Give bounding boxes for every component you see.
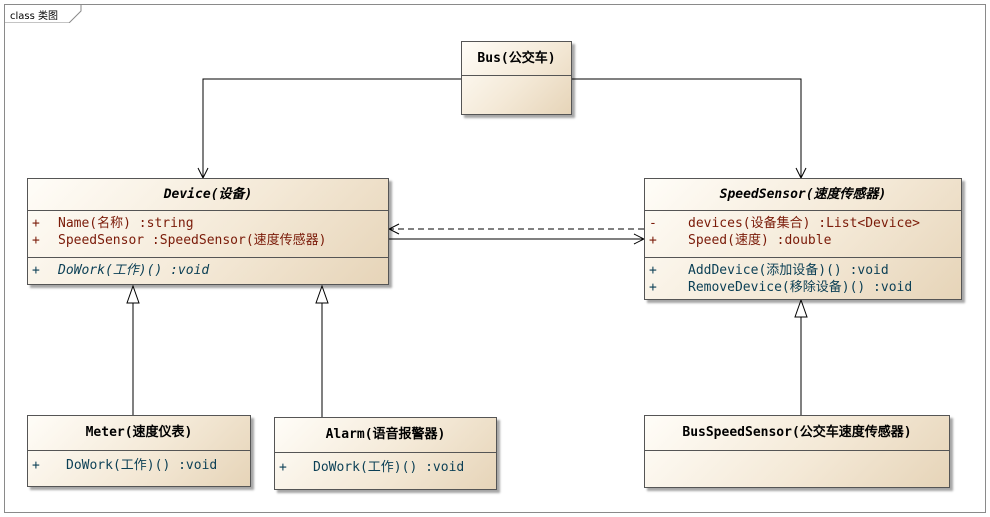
operation-row[interactable]: + DoWork(工作)() :void	[279, 459, 492, 476]
visibility-marker: -	[649, 216, 657, 231]
class-speedsensor-attributes: - devices(设备集合) :List<Device> + Speed(速度) …	[645, 210, 961, 257]
visibility-marker: +	[649, 280, 657, 295]
class-speedsensor-name: SpeedSensor(速度传感器)	[719, 187, 887, 202]
operation-row[interactable]: + RemoveDevice(移除设备)() :void	[649, 279, 957, 296]
attribute-text: SpeedSensor :SpeedSensor(速度传感器)	[58, 233, 327, 248]
class-busspeedsensor[interactable]: BusSpeedSensor(公交车速度传感器)	[644, 415, 950, 488]
class-busspeedsensor-name: BusSpeedSensor(公交车速度传感器)	[682, 425, 912, 440]
class-speedsensor-operations: + AddDevice(添加设备)() :void + RemoveDevice(移…	[645, 257, 961, 299]
visibility-marker: +	[279, 460, 287, 475]
operation-row[interactable]: + DoWork(工作)() :void	[32, 457, 246, 474]
operation-text: RemoveDevice(移除设备)() :void	[688, 280, 913, 295]
class-busspeedsensor-body	[645, 450, 949, 487]
attribute-row[interactable]: + Name(名称) :string	[32, 215, 384, 232]
class-meter-operations: + DoWork(工作)() :void	[28, 450, 250, 486]
attribute-row[interactable]: + SpeedSensor :SpeedSensor(速度传感器)	[32, 232, 384, 249]
class-speedsensor[interactable]: SpeedSensor(速度传感器) - devices(设备集合) :List<…	[644, 178, 962, 300]
attribute-text: Name(名称) :string	[58, 216, 194, 231]
frame-tab-shape	[4, 4, 82, 23]
class-alarm-operations: + DoWork(工作)() :void	[275, 452, 496, 489]
operation-text: DoWork(工作)() :void	[66, 458, 218, 473]
attribute-text: devices(设备集合) :List<Device>	[688, 216, 921, 231]
attribute-row[interactable]: - devices(设备集合) :List<Device>	[649, 215, 957, 232]
operation-text: AddDevice(添加设备)() :void	[688, 263, 889, 278]
class-device-name: Device(设备)	[163, 187, 253, 202]
generalization-meter-arrowhead	[126, 284, 140, 304]
class-meter[interactable]: Meter(速度仪表) + DoWork(工作)() :void	[27, 415, 251, 487]
class-device-attributes: + Name(名称) :string + SpeedSensor :SpeedSen…	[28, 210, 388, 257]
operation-row[interactable]: + DoWork(工作)() :void	[32, 262, 384, 279]
class-bus-name: Bus(公交车)	[477, 51, 556, 66]
operation-row[interactable]: + AddDevice(添加设备)() :void	[649, 262, 957, 279]
attribute-text: Speed(速度) :double	[688, 233, 832, 248]
diagram-frame	[4, 4, 986, 513]
operation-text: DoWork(工作)() :void	[313, 460, 465, 475]
class-bus-body	[462, 75, 571, 115]
visibility-marker: +	[32, 216, 40, 231]
class-device[interactable]: Device(设备) + Name(名称) :string + SpeedSenso…	[27, 178, 389, 285]
operation-text: DoWork(工作)() :void	[58, 263, 210, 278]
class-meter-name: Meter(速度仪表)	[85, 425, 193, 440]
visibility-marker: +	[649, 263, 657, 278]
association-bus-device[interactable]	[203, 78, 461, 178]
visibility-marker: +	[32, 233, 40, 248]
class-alarm[interactable]: Alarm(语音报警器) + DoWork(工作)() :void	[274, 417, 497, 490]
visibility-marker: +	[32, 263, 40, 278]
frame-label: class 类图	[10, 11, 59, 22]
visibility-marker: +	[32, 458, 40, 473]
association-bus-speedsensor[interactable]	[572, 78, 801, 178]
attribute-row[interactable]: + Speed(速度) :double	[649, 232, 957, 249]
frame-tab: class 类图	[4, 4, 82, 23]
class-device-operations: + DoWork(工作)() :void	[28, 257, 388, 284]
class-alarm-name: Alarm(语音报警器)	[325, 427, 446, 442]
generalization-alarm-arrowhead	[315, 284, 329, 304]
class-bus[interactable]: Bus(公交车)	[461, 41, 572, 115]
generalization-busspeedsensor-arrowhead	[794, 298, 808, 318]
visibility-marker: +	[649, 233, 657, 248]
